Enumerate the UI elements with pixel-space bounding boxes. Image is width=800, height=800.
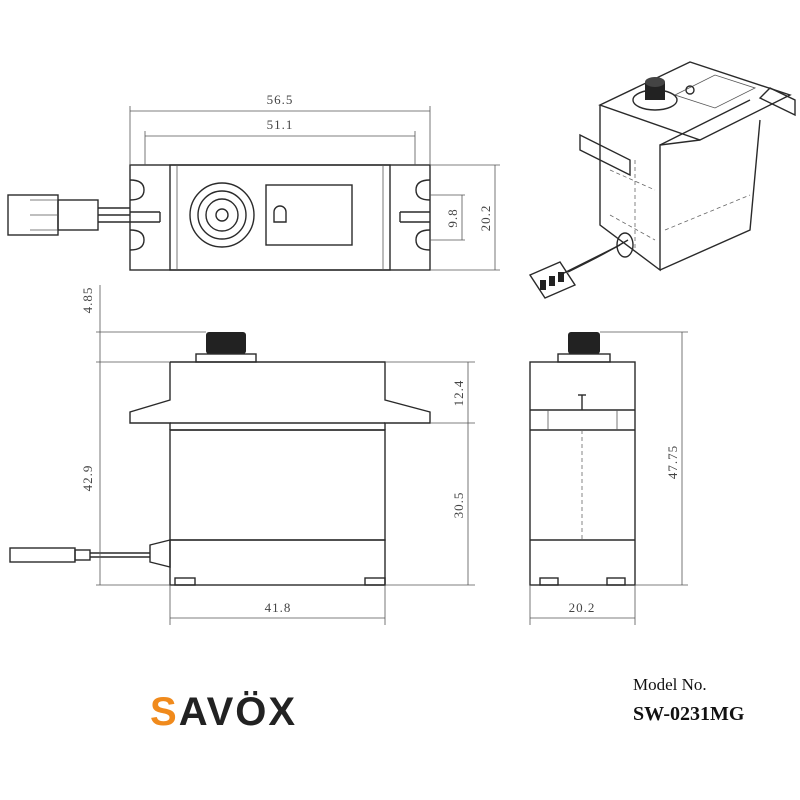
left-upper-mount-slot: [129, 179, 145, 201]
dim-side-width: 20.2: [569, 600, 596, 615]
dim-horn-height: 4.85: [80, 287, 95, 314]
dim-side-total-height: 47.75: [665, 445, 680, 479]
side-body: [529, 361, 636, 586]
front-body-lower: [169, 539, 386, 586]
dim-body-height: 42.9: [80, 465, 95, 492]
logo-rest-letters: AVÖX: [178, 690, 298, 734]
front-connector: [9, 547, 76, 563]
front-output-horn: [206, 332, 246, 354]
output-shaft-outer: [189, 182, 255, 248]
right-upper-mount-slot: [415, 179, 431, 201]
logo-first-letter: S: [150, 690, 179, 734]
side-view: 47.75 20.2: [529, 331, 688, 625]
left-lower-mount-slot: [129, 229, 145, 251]
front-view: 4.85 42.9 12.4 30.5 41.8: [9, 285, 475, 625]
isometric-view: [528, 61, 796, 299]
side-output-horn: [568, 332, 600, 354]
front-wire-exit: [149, 539, 171, 568]
dim-front-width: 41.8: [265, 600, 292, 615]
dim-upper-section: 12.4: [451, 380, 466, 407]
dim-lower-section: 30.5: [451, 492, 466, 519]
savox-logo: SAVÖX: [150, 690, 297, 735]
dim-mount-hole-spacing: 9.8: [445, 208, 460, 227]
top-label-plate: [265, 184, 353, 246]
model-label: Model No.: [633, 675, 707, 694]
dim-top-outer-width: 56.5: [267, 92, 294, 107]
iso-top-face: [598, 61, 792, 141]
top-view-body: [169, 164, 391, 271]
top-view-flange-outline: [129, 164, 431, 271]
iso-left-tab: [579, 133, 631, 177]
model-number: SW-0231MG: [633, 703, 745, 725]
front-body-middle: [169, 429, 386, 541]
top-view: 56.5 51.1 9.8 20.2: [7, 92, 500, 271]
dim-top-depth: 20.2: [478, 205, 493, 232]
iso-connector: [528, 261, 577, 299]
dim-top-inner-width: 51.1: [267, 117, 294, 132]
right-lower-mount-slot: [415, 229, 431, 251]
